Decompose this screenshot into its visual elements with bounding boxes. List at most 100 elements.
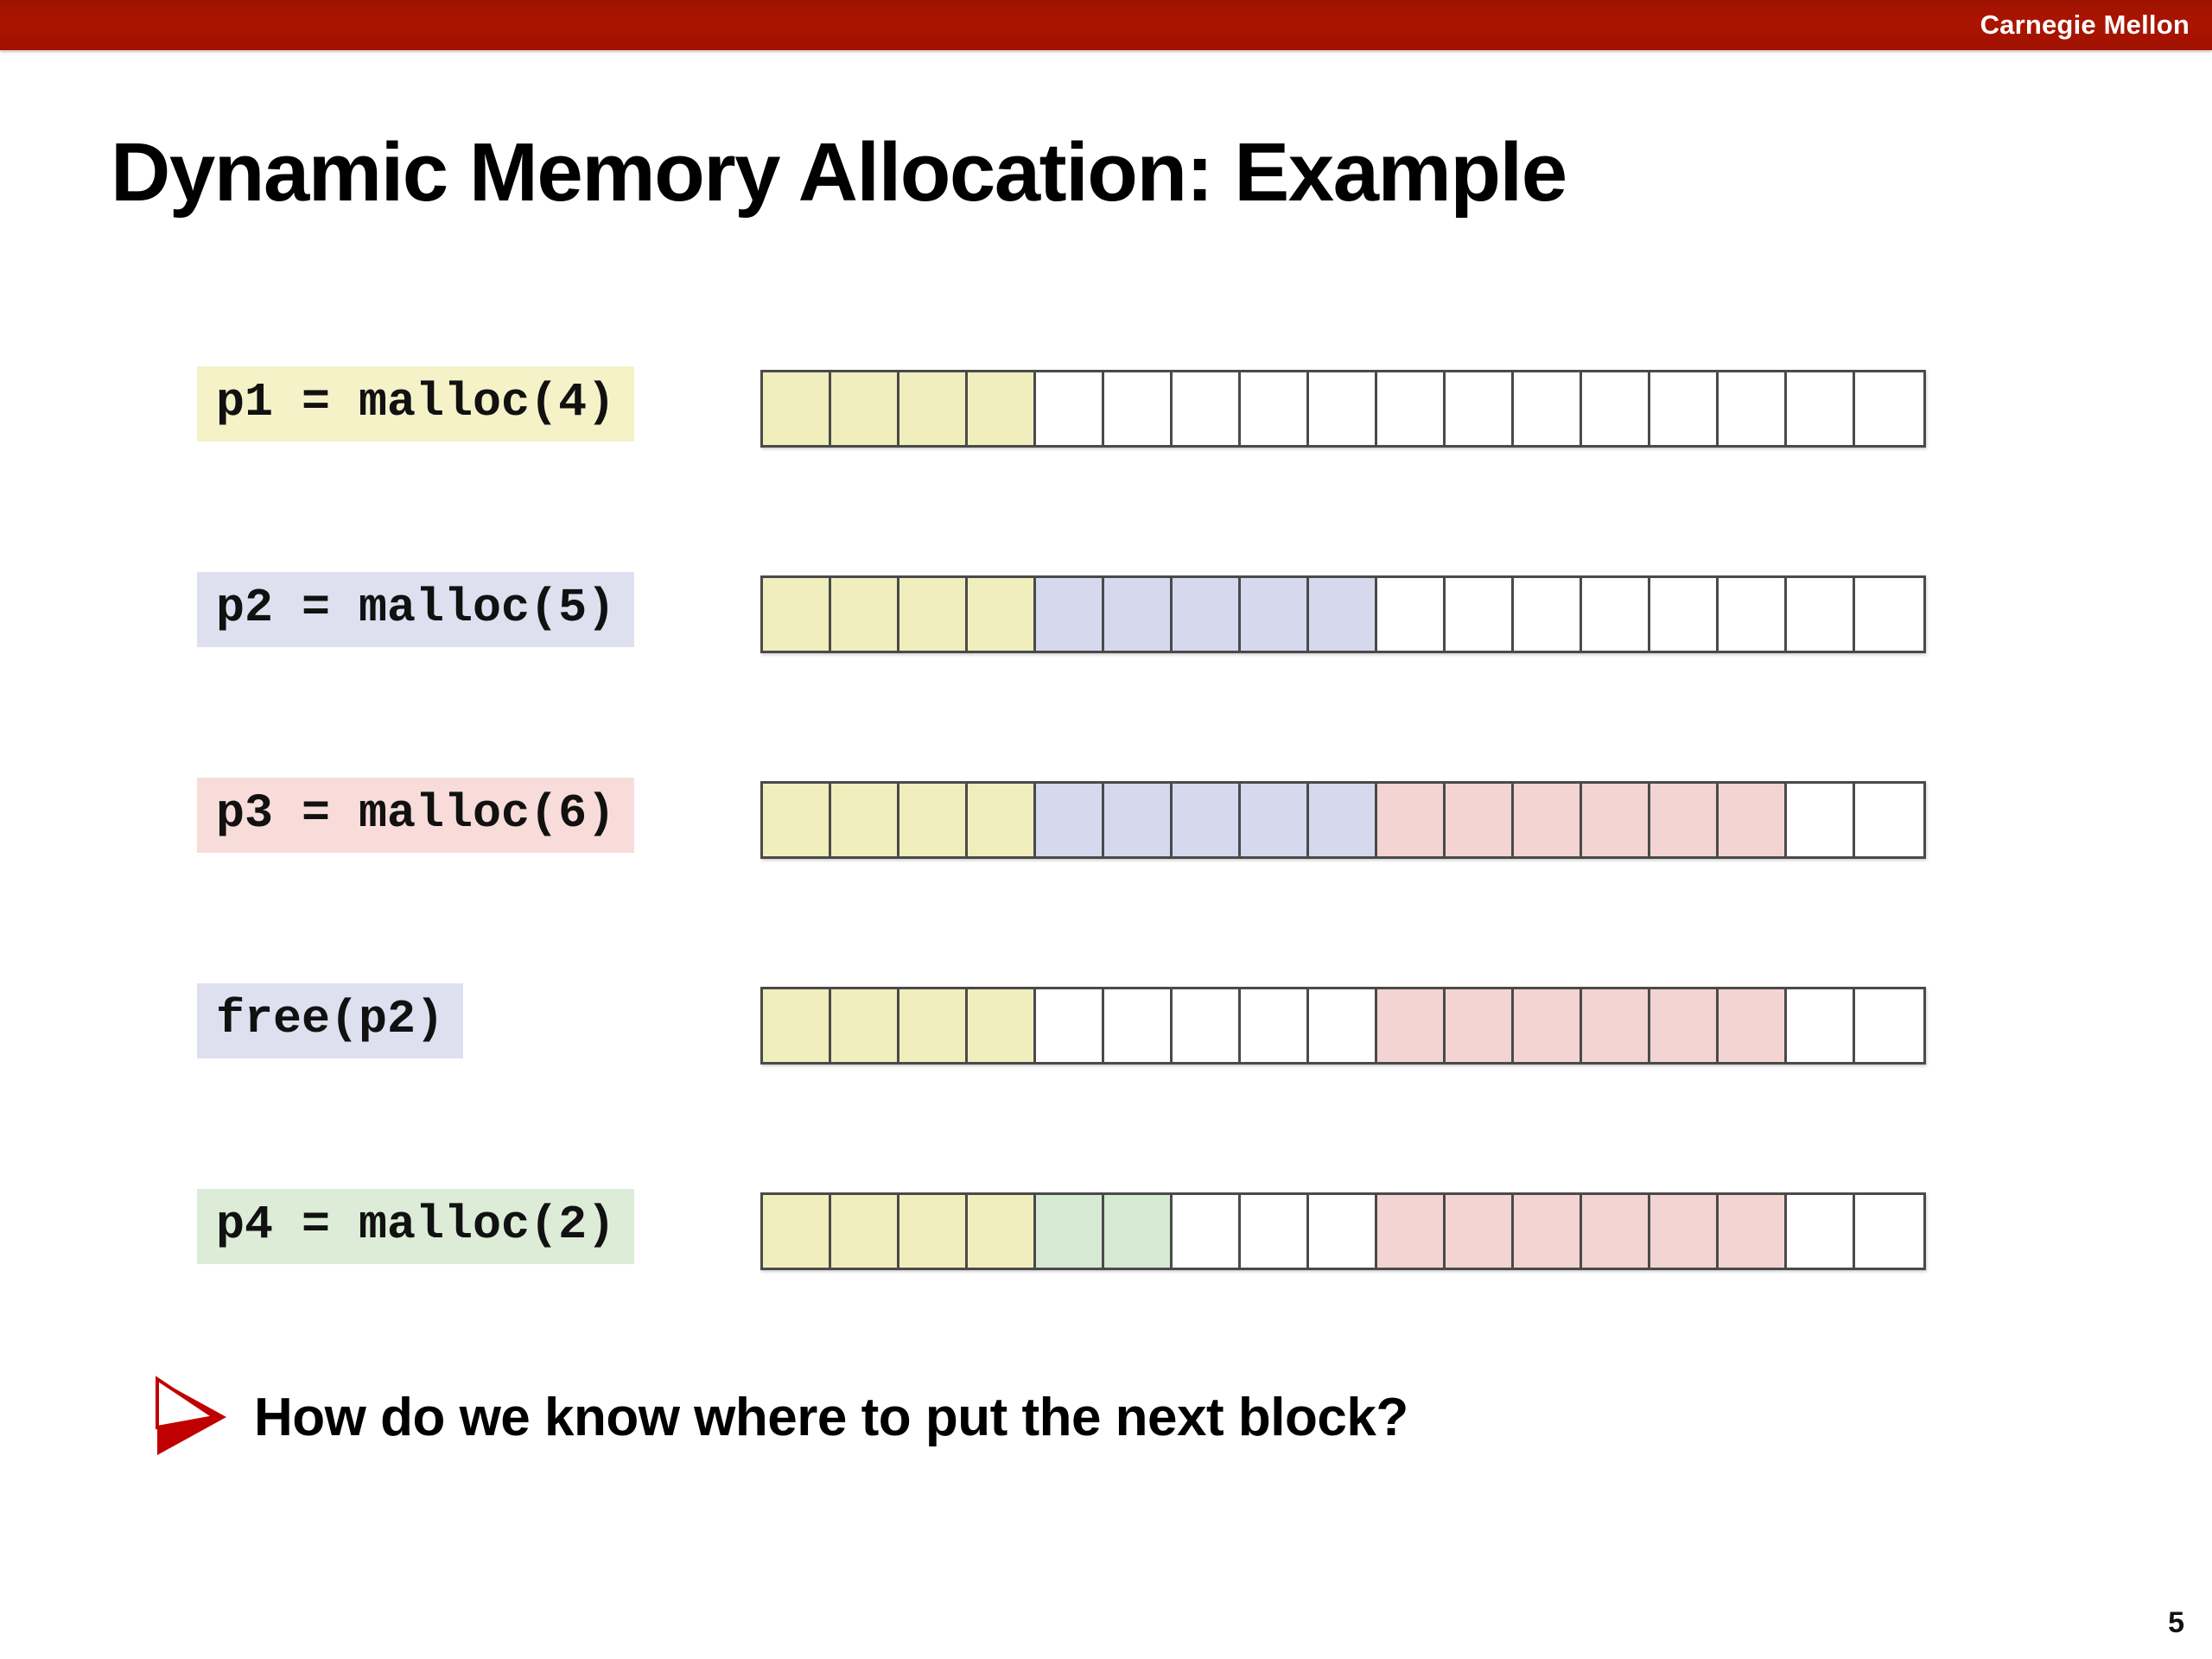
- memory-strip: [760, 987, 1926, 1065]
- memory-cell-yellow: [831, 784, 899, 856]
- memory-cell-yellow: [763, 784, 831, 856]
- memory-strip: [760, 575, 1926, 653]
- memory-cell-blue: [1309, 578, 1377, 651]
- memory-cell-blue: [1309, 784, 1377, 856]
- memory-cell-pink: [1446, 989, 1514, 1062]
- memory-cell-white: [1855, 578, 1923, 651]
- memory-cell-white: [1787, 1195, 1855, 1268]
- memory-cell-pink: [1377, 989, 1446, 1062]
- memory-cell-yellow: [763, 578, 831, 651]
- slide-title: Dynamic Memory Allocation: Example: [111, 126, 1567, 219]
- memory-cell-white: [1855, 1195, 1923, 1268]
- memory-cell-white: [1787, 989, 1855, 1062]
- memory-cell-white: [1036, 372, 1104, 445]
- memory-cell-yellow: [831, 1195, 899, 1268]
- memory-cell-white: [1719, 372, 1787, 445]
- memory-row: p4 = malloc(2): [0, 1166, 2212, 1372]
- memory-cell-white: [1377, 372, 1446, 445]
- memory-cell-pink: [1650, 784, 1719, 856]
- memory-cell-pink: [1719, 784, 1787, 856]
- memory-cell-white: [1855, 989, 1923, 1062]
- arrowhead-bullet-icon: [156, 1376, 226, 1455]
- memory-cell-green: [1036, 1195, 1104, 1268]
- memory-cell-white: [1104, 989, 1173, 1062]
- memory-cell-pink: [1582, 989, 1650, 1062]
- memory-cell-white: [1446, 578, 1514, 651]
- memory-cell-yellow: [899, 1195, 968, 1268]
- memory-cell-green: [1104, 1195, 1173, 1268]
- memory-cell-pink: [1446, 784, 1514, 856]
- memory-cell-yellow: [899, 989, 968, 1062]
- memory-cell-blue: [1036, 784, 1104, 856]
- memory-cell-yellow: [968, 1195, 1036, 1268]
- memory-cell-pink: [1582, 1195, 1650, 1268]
- memory-cell-yellow: [763, 372, 831, 445]
- memory-cell-white: [1855, 784, 1923, 856]
- memory-strip: [760, 370, 1926, 448]
- memory-cell-pink: [1514, 784, 1582, 856]
- memory-cell-white: [1787, 784, 1855, 856]
- memory-cell-yellow: [831, 372, 899, 445]
- memory-cell-yellow: [763, 989, 831, 1062]
- memory-cell-white: [1241, 372, 1309, 445]
- memory-cell-pink: [1514, 989, 1582, 1062]
- code-label: free(p2): [197, 983, 464, 1058]
- memory-cell-pink: [1582, 784, 1650, 856]
- memory-cell-white: [1241, 1195, 1309, 1268]
- memory-cell-white: [1173, 989, 1241, 1062]
- memory-strip: [760, 1192, 1926, 1270]
- memory-cell-white: [1514, 578, 1582, 651]
- memory-cell-white: [1309, 372, 1377, 445]
- memory-cell-white: [1309, 1195, 1377, 1268]
- memory-allocation-diagram: p1 = malloc(4)p2 = malloc(5)p3 = malloc(…: [0, 344, 2212, 1372]
- memory-cell-blue: [1173, 578, 1241, 651]
- memory-cell-blue: [1104, 784, 1173, 856]
- memory-cell-yellow: [899, 372, 968, 445]
- memory-cell-pink: [1650, 1195, 1719, 1268]
- memory-cell-blue: [1173, 784, 1241, 856]
- page-number: 5: [2168, 1606, 2184, 1639]
- memory-cell-pink: [1446, 1195, 1514, 1268]
- code-label: p3 = malloc(6): [197, 778, 635, 853]
- memory-cell-white: [1787, 372, 1855, 445]
- memory-cell-blue: [1241, 578, 1309, 651]
- bullet-text: How do we know where to put the next blo…: [254, 1387, 1408, 1447]
- header-band: Carnegie Mellon: [0, 0, 2212, 50]
- memory-row: p3 = malloc(6): [0, 755, 2212, 961]
- memory-cell-pink: [1514, 1195, 1582, 1268]
- memory-cell-white: [1377, 578, 1446, 651]
- memory-cell-yellow: [831, 989, 899, 1062]
- memory-cell-pink: [1650, 989, 1719, 1062]
- memory-cell-pink: [1377, 784, 1446, 856]
- memory-cell-yellow: [831, 578, 899, 651]
- memory-cell-white: [1719, 578, 1787, 651]
- memory-cell-white: [1514, 372, 1582, 445]
- memory-cell-pink: [1719, 1195, 1787, 1268]
- memory-cell-yellow: [763, 1195, 831, 1268]
- memory-cell-pink: [1377, 1195, 1446, 1268]
- memory-cell-yellow: [968, 372, 1036, 445]
- memory-cell-white: [1855, 372, 1923, 445]
- code-label: p1 = malloc(4): [197, 366, 635, 442]
- memory-cell-yellow: [968, 578, 1036, 651]
- university-brand-label: Carnegie Mellon: [1980, 10, 2190, 40]
- memory-cell-white: [1582, 578, 1650, 651]
- memory-cell-white: [1036, 989, 1104, 1062]
- memory-cell-white: [1446, 372, 1514, 445]
- memory-cell-yellow: [899, 578, 968, 651]
- memory-cell-yellow: [899, 784, 968, 856]
- memory-cell-blue: [1036, 578, 1104, 651]
- memory-cell-white: [1104, 372, 1173, 445]
- memory-cell-blue: [1241, 784, 1309, 856]
- memory-cell-white: [1582, 372, 1650, 445]
- memory-strip: [760, 781, 1926, 859]
- memory-cell-pink: [1719, 989, 1787, 1062]
- memory-cell-white: [1173, 372, 1241, 445]
- memory-row: free(p2): [0, 961, 2212, 1166]
- memory-cell-white: [1650, 372, 1719, 445]
- memory-cell-white: [1309, 989, 1377, 1062]
- memory-cell-yellow: [968, 989, 1036, 1062]
- memory-row: p1 = malloc(4): [0, 344, 2212, 550]
- bullet-line: How do we know where to put the next blo…: [152, 1376, 1408, 1459]
- memory-cell-blue: [1104, 578, 1173, 651]
